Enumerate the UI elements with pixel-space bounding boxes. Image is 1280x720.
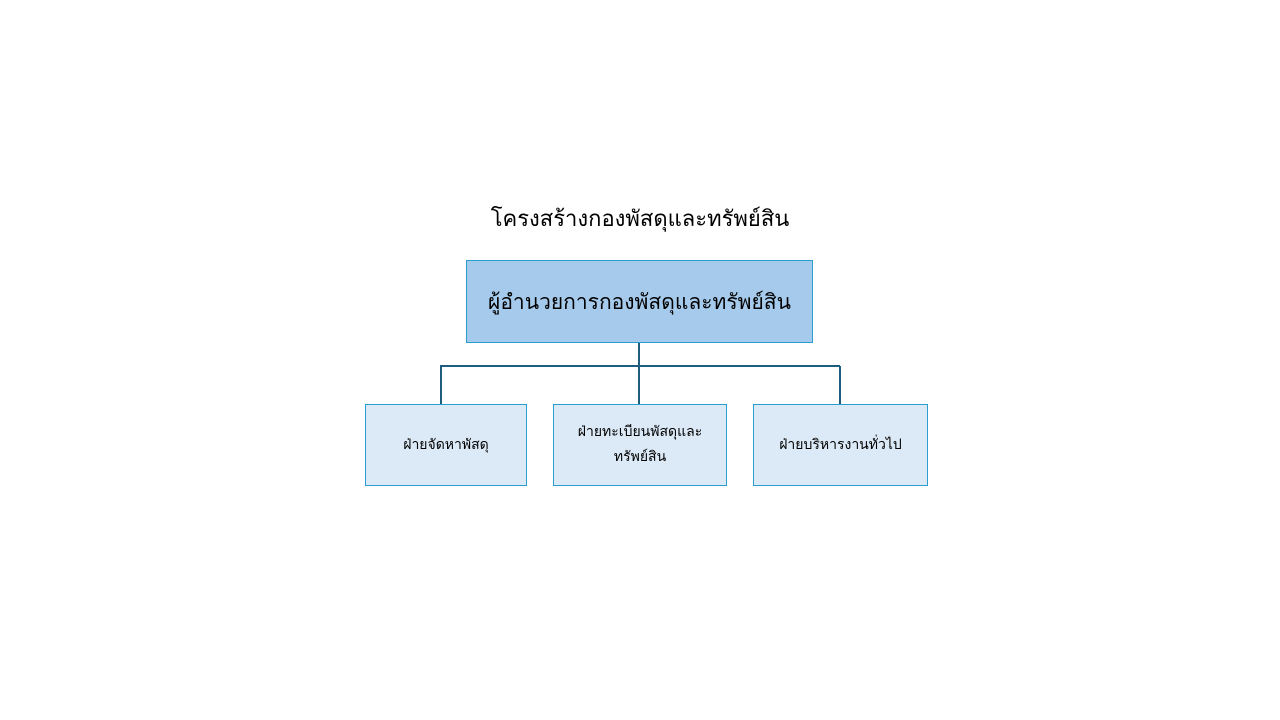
root-node-director: ผู้อำนวยการกองพัสดุและทรัพย์สิน [466,260,813,343]
child-node-procurement: ฝ่ายจัดหาพัสดุ [365,404,527,486]
child-node-registry: ฝ่ายทะเบียนพัสดุและทรัพย์สิน [553,404,727,486]
root-node-label: ผู้อำนวยการกองพัสดุและทรัพย์สิน [488,289,791,314]
child-node-general-admin: ฝ่ายบริหารงานทั่วไป [753,404,928,486]
child-node-label: ฝ่ายทะเบียนพัสดุและทรัพย์สิน [577,424,703,465]
child-node-label: ฝ่ายจัดหาพัสดุ [403,436,489,453]
child-node-label: ฝ่ายบริหารงานทั่วไป [779,436,902,453]
diagram-title: โครงสร้างกองพัสดุและทรัพย์สิน [490,207,790,232]
